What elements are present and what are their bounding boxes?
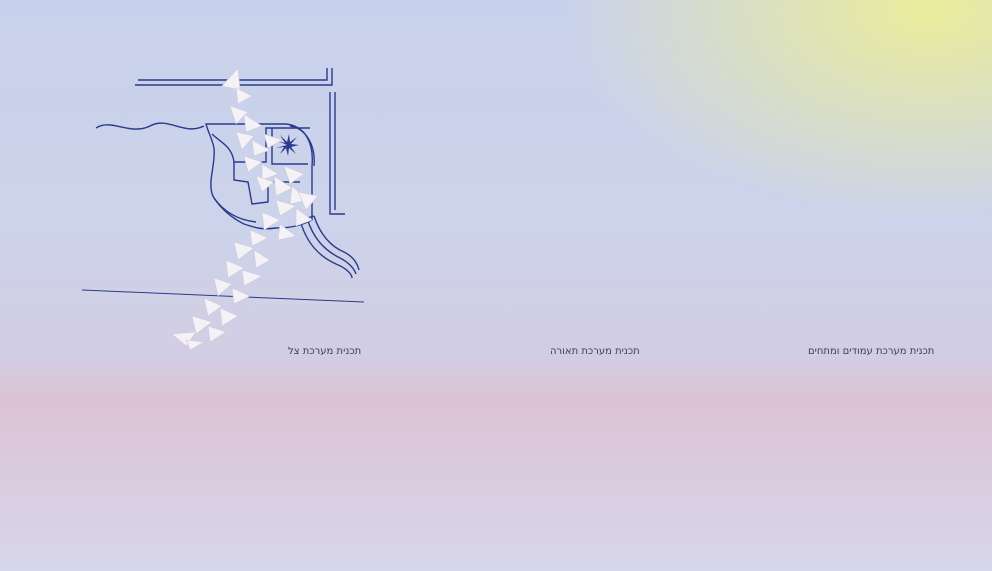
shade-plan	[81, 67, 365, 351]
palm-tree-icon	[276, 134, 299, 156]
label-lighting-plan: תכנית מערכת תאורה	[550, 346, 640, 357]
label-columns-plan: תכנית מערכת עמודים ומתחים	[808, 346, 935, 357]
label-shade-plan: תכנית מערכת צל	[288, 346, 362, 357]
shade-panels	[171, 67, 319, 351]
site-diagram	[81, 67, 365, 351]
